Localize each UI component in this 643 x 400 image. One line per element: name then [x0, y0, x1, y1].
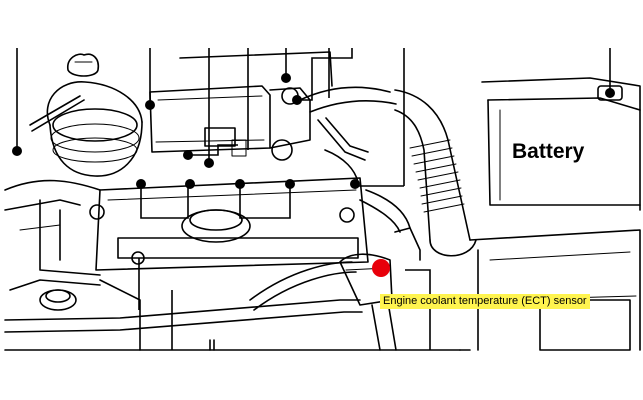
battery-label: Battery [512, 140, 585, 163]
callout-dots [12, 73, 615, 189]
ect-sensor-marker [372, 259, 390, 277]
engine-block [4, 179, 363, 351]
intake-manifold [149, 51, 397, 161]
battery: Battery [481, 77, 641, 211]
thermostat-housing [249, 149, 421, 351]
ect-sensor-label: Engine coolant temperature (ECT) sensor [380, 294, 590, 309]
air-filter-housing [469, 229, 641, 351]
coolant-reservoir [29, 53, 143, 177]
valve-cover [89, 177, 369, 271]
intake-hose [394, 89, 477, 257]
leader-lines [16, 48, 611, 350]
